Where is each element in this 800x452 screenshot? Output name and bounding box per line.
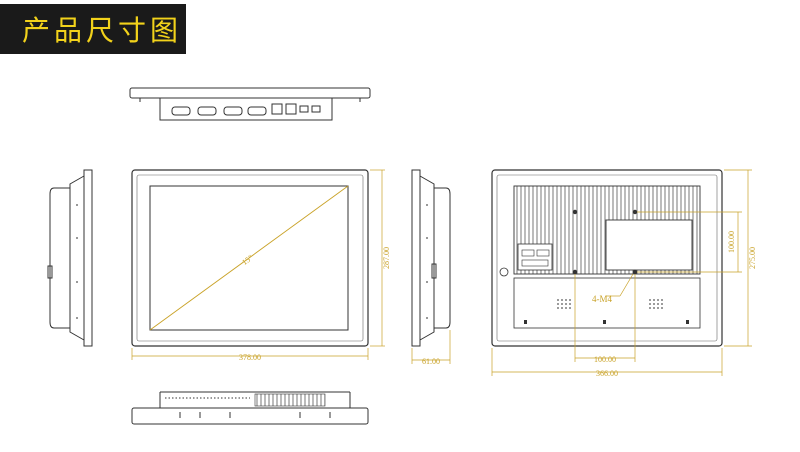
front-view-bezel [131,169,369,347]
side-depth-label: 61.00 [422,357,440,366]
top-view-com-port [223,106,243,116]
vesa-hole [632,269,638,275]
right-side-bezel [411,169,421,347]
front-height-label: 287.00 [382,247,391,269]
front-width-label: 378.00 [239,353,261,362]
rear-width-label: 366.00 [596,369,618,378]
left-side-view [47,169,93,347]
left-side-bracket [47,265,53,279]
rear-height-label: 275.00 [748,247,757,269]
diagonal-line [149,185,349,331]
vesa-hole [632,209,638,215]
left-side-bezel [83,169,93,347]
bottom-view-bezel [131,407,369,425]
bottom-view [131,391,369,425]
front-view-screen [149,185,349,331]
top-view-usb-port [299,105,309,113]
page-title-bar: 产品尺寸图 [0,4,186,54]
front-view: 15" 378.00 287.00 [131,169,391,362]
vesa-hole [572,269,578,275]
vesa-hole [572,209,578,215]
top-view-lan-port [285,103,297,115]
right-side-bracket [431,263,437,279]
bottom-view-fins [254,393,326,407]
ground-terminal [499,267,509,277]
rear-hole-vertical-label: 100.00 [727,231,736,253]
rear-lower-panel [513,277,701,329]
left-side-housing [49,187,70,329]
rear-mount-plate [605,219,693,271]
rear-hole-horizontal-label: 100.00 [594,355,616,364]
top-view-usb-port [311,105,321,113]
left-side-body [69,175,85,341]
rear-view: 4-M4 100.00 275.00 100.00 366.00 [491,169,757,378]
right-side-housing [434,187,451,329]
screw-label: 4-M4 [592,294,612,304]
top-view-io-housing [159,97,333,121]
top-view-com-port [247,106,267,116]
top-view-com-port [197,106,217,116]
top-view-lan-port [271,103,283,115]
rear-view-frame [491,169,723,347]
top-view-com-port [171,106,191,116]
top-view [129,87,371,121]
page-title: 产品尺寸图 [22,14,183,47]
right-side-view: 61.00 [411,169,451,366]
top-view-bezel [129,87,371,99]
rear-io-block [517,243,553,271]
right-side-body [419,175,435,341]
